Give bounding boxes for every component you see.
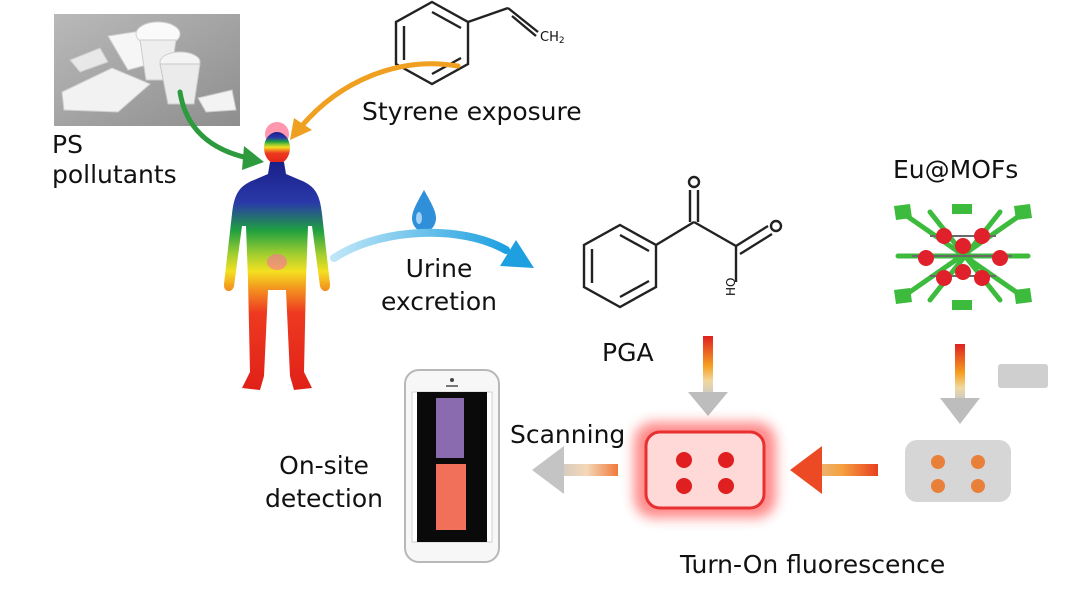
pga-structure [582,175,783,309]
ps-pollutants-photo [54,14,240,126]
label-styrene-exposure: Styrene exposure [362,97,582,126]
label-ch2: CH2 [540,30,565,46]
probe-chip-gray [905,440,1011,502]
eu-mofs-structure [894,204,1032,310]
gray-swatch [998,364,1048,388]
label-ho: HO [724,277,738,296]
label-pollutants: pollutants [52,160,177,189]
test-strip-purple [436,398,464,458]
chip-to-chip-arrow [790,446,878,494]
label-pga: PGA [602,338,654,367]
smartphone [404,369,500,563]
label-scanning: Scanning [510,420,626,449]
label-on-site: On-site [279,451,369,480]
scanning-arrow [532,446,618,494]
urine-droplet-icon [412,190,436,232]
mofs-down-arrow [940,344,980,424]
ps-to-body-arrow [177,89,264,170]
label-turn-on-fluorescence: Turn-On fluorescence [680,550,946,579]
pga-down-arrow [688,336,728,416]
styrene-structure [394,0,539,86]
label-detection: detection [264,484,384,513]
styrene-exposure-arrow [290,61,461,140]
fluorescent-chip [634,422,776,518]
label-ps: PS [52,130,83,159]
urine-excretion-arrow [330,228,534,268]
label-excretion: excretion [380,287,498,316]
label-eu-mofs: Eu@MOFs [893,155,1019,184]
label-urine: Urine [405,254,473,283]
human-body-figure [223,122,331,390]
test-strip-red [436,464,466,530]
